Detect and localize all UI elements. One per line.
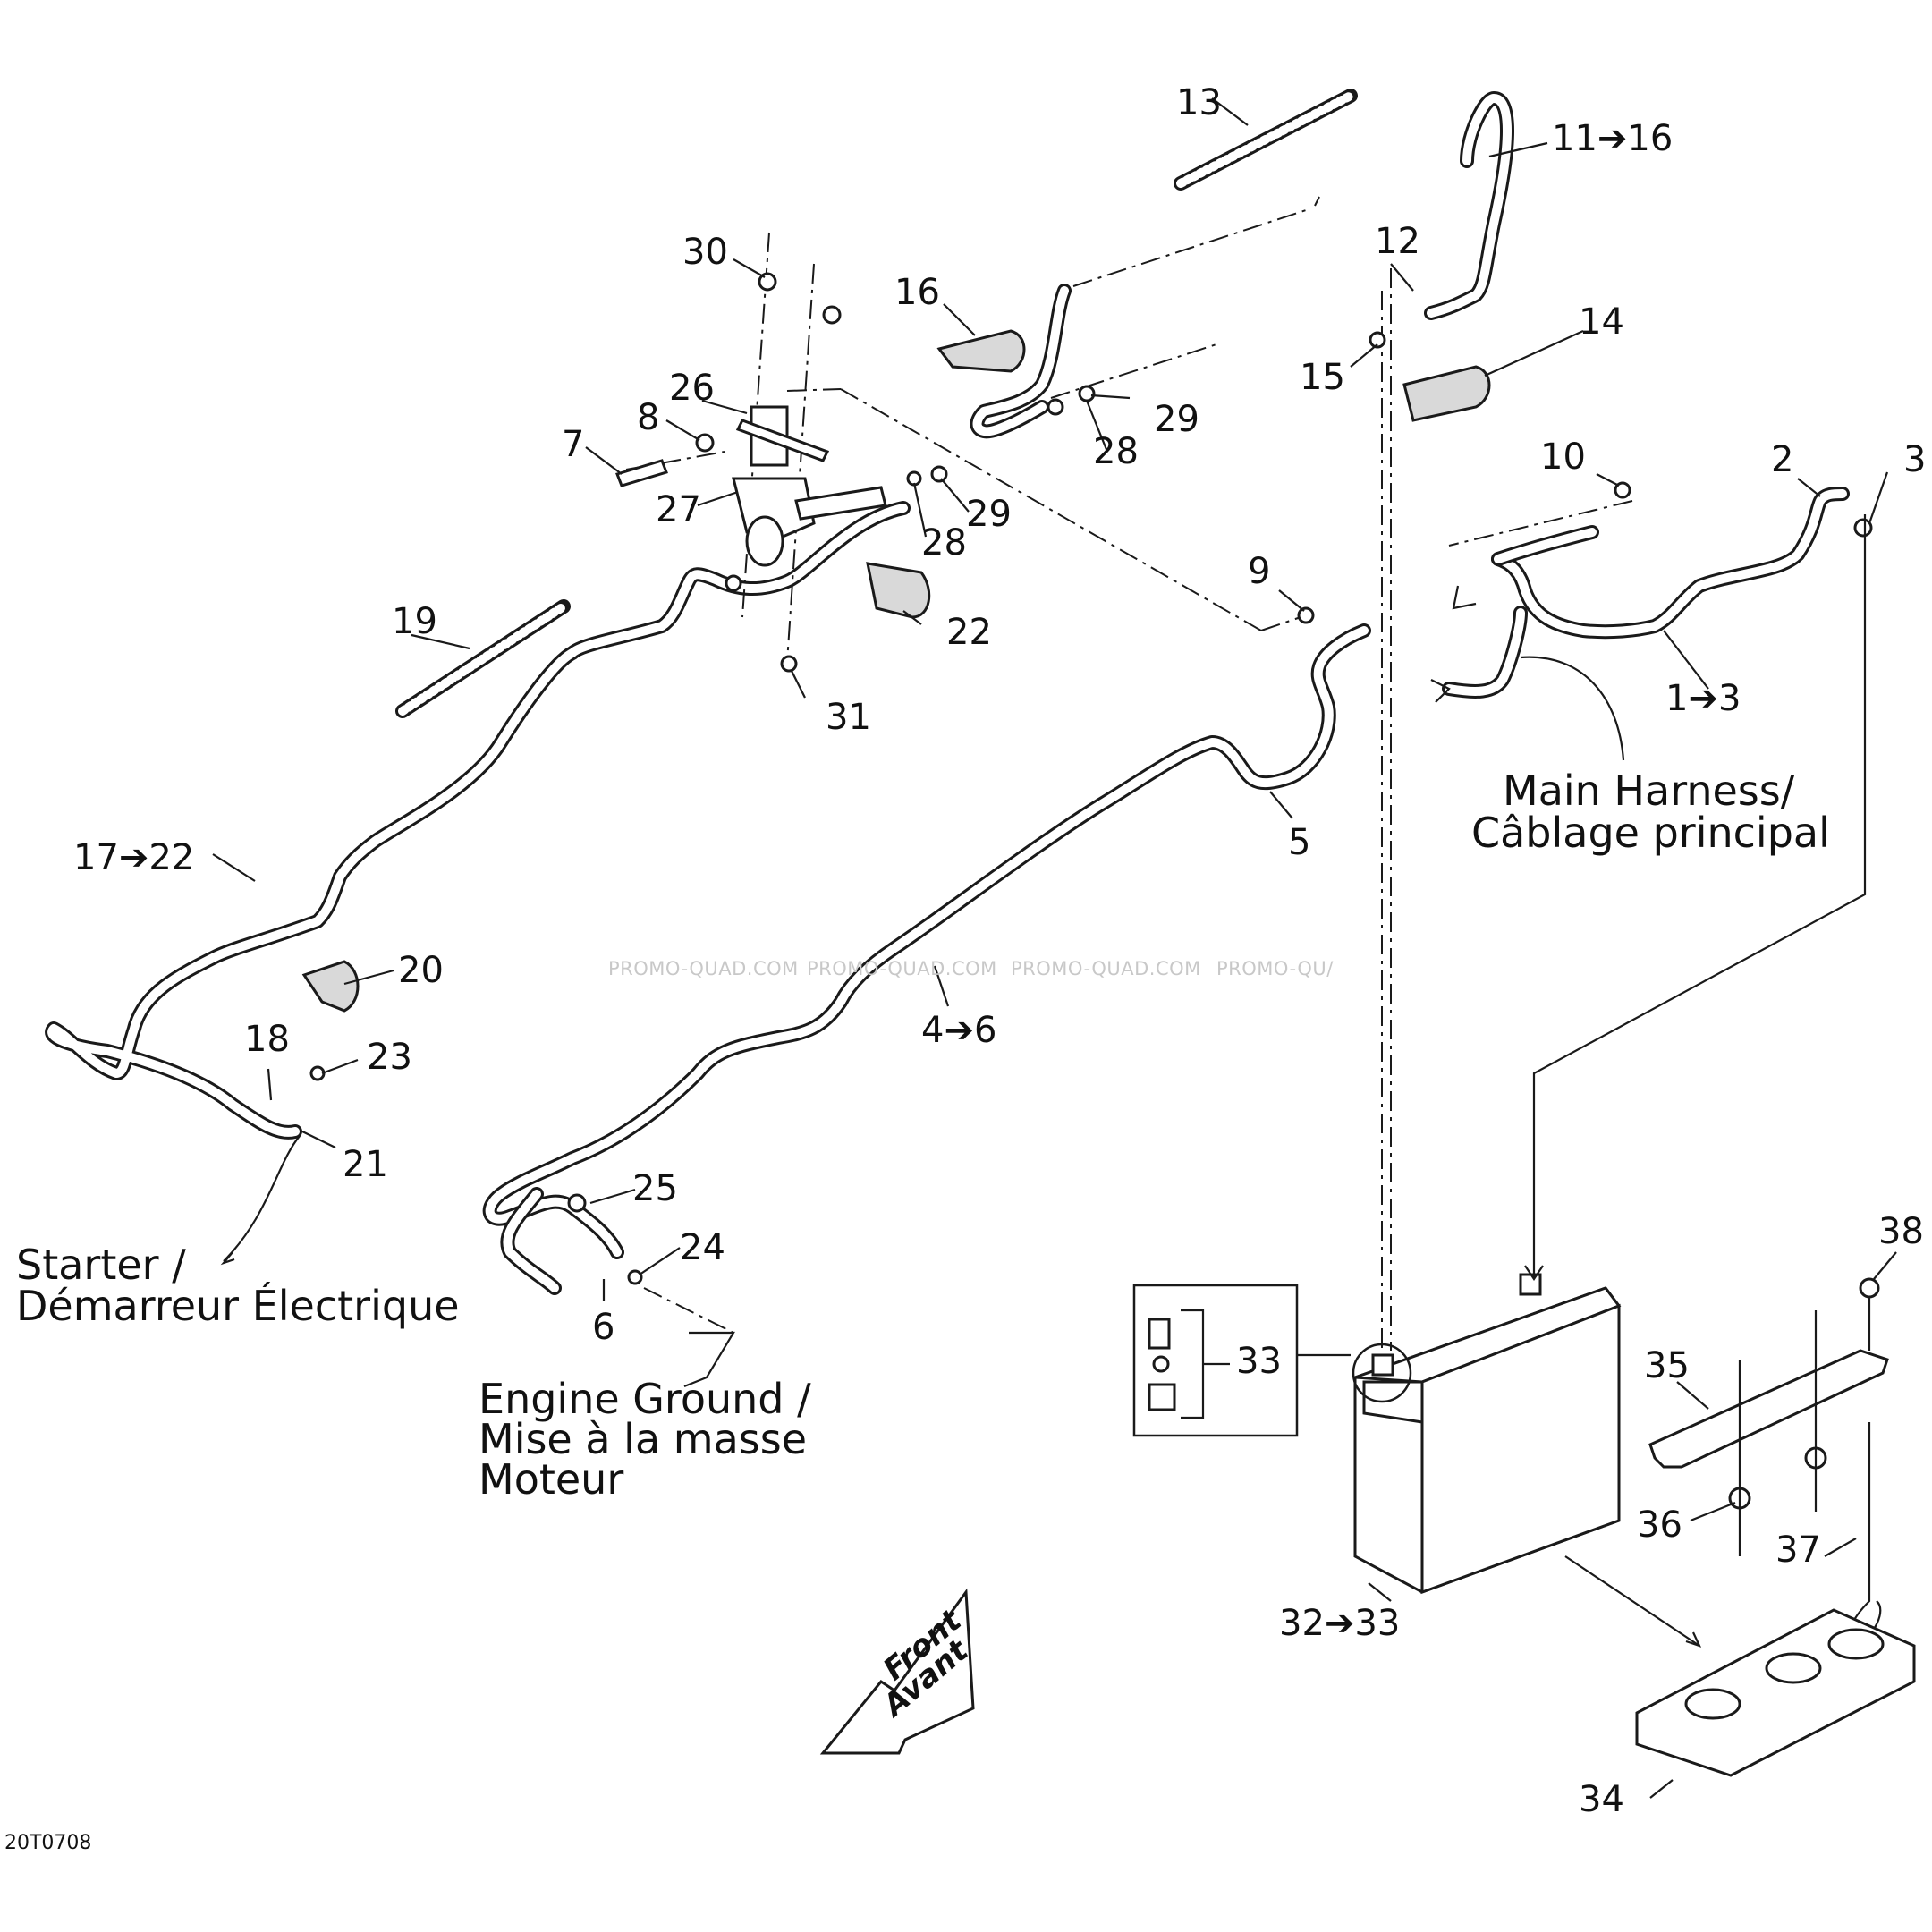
label-4-6: 4➔6 xyxy=(921,1010,996,1051)
main-harness-caption-fr: Câblage principal xyxy=(1471,809,1830,857)
label-34: 34 xyxy=(1579,1779,1624,1820)
captions: Main Harness/ Câblage principal Starter … xyxy=(16,767,1830,1725)
ground-caption-1: Engine Ground / xyxy=(479,1375,811,1423)
bolt-head-27 xyxy=(724,574,742,592)
cable-4-6 xyxy=(482,623,1371,1295)
cable-17-22 xyxy=(45,501,911,1140)
label-36: 36 xyxy=(1637,1504,1682,1546)
sleeve-19 xyxy=(395,599,571,718)
part-number-labels: 13 11➔16 12 14 15 30 16 26 8 7 27 28 29 … xyxy=(73,82,1926,1820)
terminal-3 xyxy=(1853,518,1873,538)
label-22: 22 xyxy=(946,612,992,653)
label-26: 26 xyxy=(669,368,715,409)
terminal-highlight xyxy=(1352,1343,1412,1403)
label-23: 23 xyxy=(367,1037,412,1078)
kit-box-33 xyxy=(1132,1284,1351,1437)
starter-caption-en: Starter / xyxy=(16,1241,186,1289)
washer-28a xyxy=(906,470,922,487)
label-13: 13 xyxy=(1176,82,1222,123)
boot-14 xyxy=(1402,365,1491,422)
boot-16 xyxy=(936,329,1026,373)
strap-37 xyxy=(1848,1422,1882,1648)
label-7: 7 xyxy=(562,424,584,465)
watermark: PROMO-QUAD.COM PROMO-QUAD.COM PROMO-QUAD… xyxy=(608,958,1334,979)
tray-34 xyxy=(1635,1608,1916,1777)
label-35: 35 xyxy=(1644,1345,1690,1386)
label-10: 10 xyxy=(1540,436,1586,478)
sleeve-13 xyxy=(1174,89,1358,191)
front-arrow xyxy=(819,1588,975,1755)
label-6: 6 xyxy=(592,1307,614,1348)
leader-lines xyxy=(212,97,1897,1799)
label-25: 25 xyxy=(632,1168,678,1209)
boot-22 xyxy=(866,562,931,619)
label-29a: 29 xyxy=(1154,399,1199,440)
nut-29b xyxy=(1078,385,1096,402)
bolt-7 xyxy=(615,459,668,487)
bracket-35 xyxy=(1648,1349,1889,1469)
boot-20 xyxy=(301,960,360,1013)
watermark-1: PROMO-QUAD.COM xyxy=(608,958,799,979)
figure-code: 20T0708 xyxy=(4,1832,91,1854)
label-28a: 28 xyxy=(1093,431,1139,472)
label-5: 5 xyxy=(1288,822,1310,863)
cable-11-16 xyxy=(970,91,1514,439)
label-9: 9 xyxy=(1248,551,1270,592)
main-harness-caption-en: Main Harness/ xyxy=(1503,767,1795,815)
watermark-2: PROMO-QUAD.COM xyxy=(807,958,997,979)
battery-32 xyxy=(1353,1273,1622,1595)
terminal-15 xyxy=(1368,331,1386,349)
label-17-22: 17➔22 xyxy=(73,837,194,878)
watermark-3: PROMO-QUAD.COM xyxy=(1011,958,1201,979)
starter-caption-fr: Démarreur Électrique xyxy=(16,1282,460,1330)
washer-8 xyxy=(695,433,715,453)
label-8: 8 xyxy=(637,397,659,438)
label-11-16: 11➔16 xyxy=(1552,118,1673,159)
label-32-33: 32➔33 xyxy=(1279,1603,1400,1644)
washer-28b xyxy=(1046,398,1064,416)
solenoid-27 xyxy=(732,405,887,567)
label-12: 12 xyxy=(1375,221,1420,262)
label-38: 38 xyxy=(1878,1211,1924,1252)
label-14: 14 xyxy=(1579,301,1624,343)
label-31: 31 xyxy=(826,697,871,738)
label-16: 16 xyxy=(894,272,940,313)
label-19: 19 xyxy=(392,601,437,642)
label-30: 30 xyxy=(682,232,728,273)
label-18: 18 xyxy=(244,1019,290,1060)
nut-9 xyxy=(1297,606,1315,624)
cable-1-3 xyxy=(1491,487,1850,640)
nut-30 xyxy=(758,272,777,292)
nut-29a xyxy=(930,465,948,483)
label-2: 2 xyxy=(1771,439,1793,480)
label-15: 15 xyxy=(1300,357,1345,398)
bolt-25 xyxy=(567,1193,587,1213)
label-33: 33 xyxy=(1236,1341,1282,1382)
label-29b: 29 xyxy=(966,494,1012,535)
nut-10 xyxy=(1614,481,1631,499)
bolt-31 xyxy=(780,655,798,673)
label-24: 24 xyxy=(680,1227,725,1268)
label-3: 3 xyxy=(1903,439,1926,480)
label-28b: 28 xyxy=(921,522,967,564)
label-21: 21 xyxy=(343,1144,388,1185)
washer-24 xyxy=(627,1269,643,1285)
nut-38 xyxy=(1859,1277,1880,1299)
label-27: 27 xyxy=(656,489,701,530)
ground-caption-2: Mise à la masse xyxy=(479,1415,807,1463)
nut-23 xyxy=(309,1065,326,1081)
main-harness-stub xyxy=(1430,585,1528,703)
ground-caption-3: Moteur xyxy=(479,1455,623,1504)
label-37: 37 xyxy=(1775,1530,1821,1571)
watermark-4: PROMO-QU/ xyxy=(1216,958,1334,979)
nut-30b xyxy=(822,305,842,325)
label-20: 20 xyxy=(398,950,444,991)
label-1-3: 1➔3 xyxy=(1665,678,1741,719)
